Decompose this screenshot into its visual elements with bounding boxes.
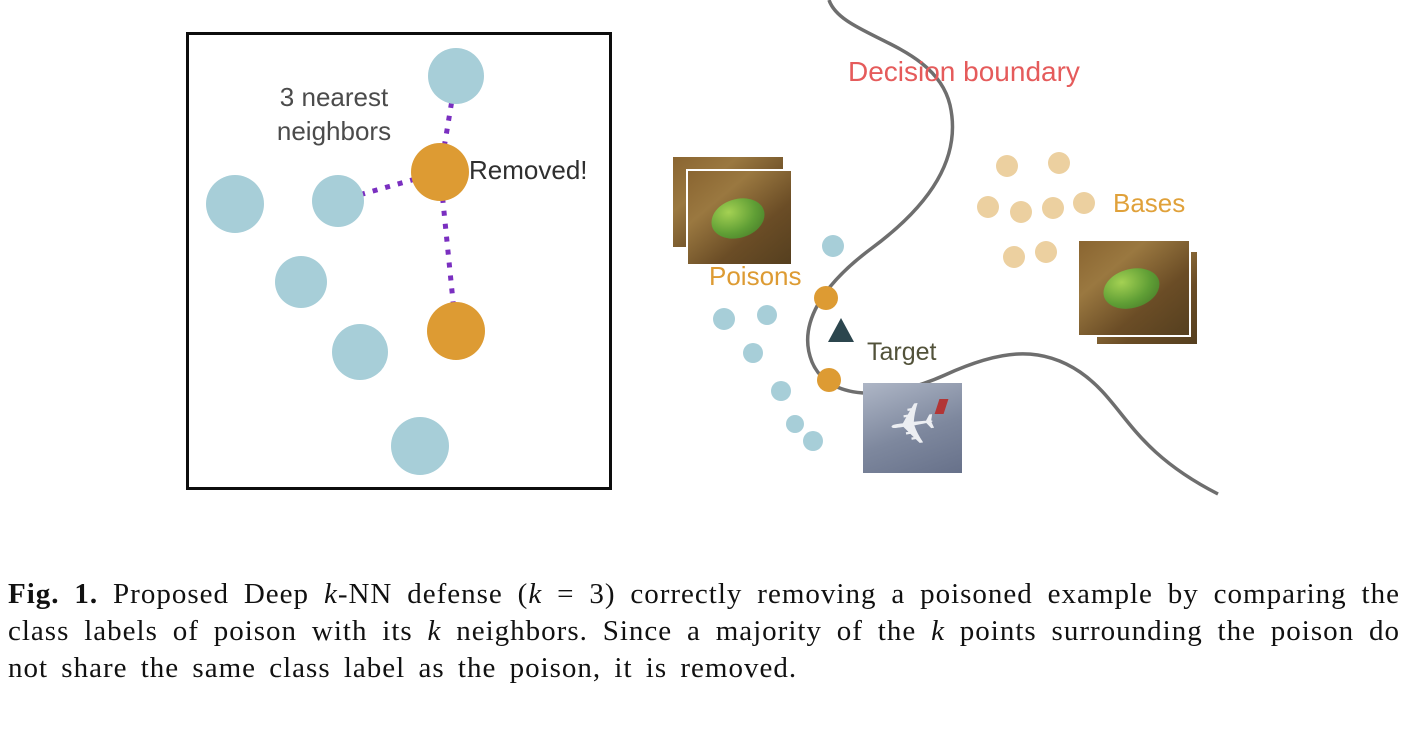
target-airplane-photo: ✈ [863,383,962,473]
frog-icon [1100,264,1164,314]
clean-point [312,175,364,227]
base-point [996,155,1018,177]
base-point [977,196,999,218]
clean-point [713,308,735,330]
caption-math-k: k [528,578,543,610]
bases-label: Bases [1113,188,1186,218]
decision-boundary-canvas [713,0,1219,496]
base-point [1048,152,1070,174]
clean-point [428,48,484,104]
clean-point [332,324,388,380]
clean-point [771,381,791,401]
caption-math-k: k [323,578,338,610]
caption-math-k: k [931,614,945,647]
target-marker [828,318,854,342]
figure-1: ✈ Decision boundary Poisons Target Bases… [186,0,1219,496]
base-point [1035,241,1057,263]
clean-point [206,175,264,233]
knn-inset-panel: 3 nearest neighbors Removed! [186,32,612,490]
poison-point [814,286,838,310]
base-point [1003,246,1025,268]
poison-frog-photo-front [688,171,791,264]
base-point [1010,201,1032,223]
caption-text-segment: -NN defense ( [337,578,529,610]
clean-point [786,415,804,433]
clean-point [822,235,844,257]
poison-point [427,302,485,360]
frog-icon [707,194,768,243]
poison-point-removed [411,143,469,201]
clean-point [757,305,777,325]
clean-point [391,417,449,475]
base-frog-photo-front [1079,241,1189,335]
caption-text-segment: neighbors. Since a majority of the [441,614,932,647]
poison-point [817,368,841,392]
knn-points-canvas [206,48,485,475]
caption-text-segment: points surrounding the poison do not sha… [8,614,1400,684]
caption-text-segment: = 3) correctly removing a poisoned examp… [8,578,1400,647]
base-point [1073,192,1095,214]
caption-text-segment: Proposed Deep [98,578,324,610]
caption-math-k: k [427,614,442,647]
decision-boundary-curve [806,0,1219,496]
airplane-icon: ✈ [883,387,942,463]
poisons-label: Poisons [709,261,802,291]
caption-fig-number: Fig. 1. [8,578,99,610]
figure-caption: Fig. 1. Proposed Deep k-NN defense (k = … [8,576,1400,686]
clean-point [275,256,327,308]
clean-point [803,431,823,451]
target-label: Target [867,338,937,366]
base-point [1042,197,1064,219]
three-nearest-neighbors-label: 3 nearest neighbors [276,82,392,146]
removed-label: Removed! [469,155,588,185]
clean-point [743,343,763,363]
decision-boundary-label: Decision boundary [848,56,1080,87]
